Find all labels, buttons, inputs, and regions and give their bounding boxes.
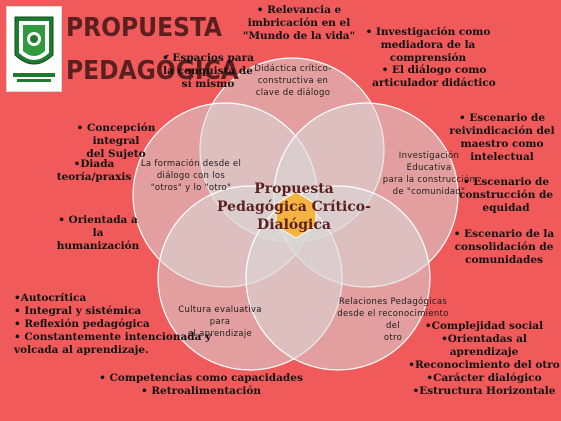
annotation-bottom-center: • Competencias como capacidades • Retroa… [99, 372, 303, 397]
center-label: Propuesta Pedagógica Crítico- Dialógica [217, 181, 371, 233]
annotation-right-1: • Escenario de reivindicación del maestr… [449, 112, 555, 163]
annotation-top-center: • Relevancia e imbricación en el "Mundo … [242, 4, 356, 42]
annotation-right-3: • Escenario de la consolidación de comun… [453, 228, 555, 266]
petal-label-bottom-right: Relaciones Pedagógicas desde el reconoci… [337, 297, 449, 343]
title-line-1: PROPUESTA [66, 13, 223, 43]
petal-label-right: Investigación Educativa para la construc… [382, 151, 476, 197]
annotation-right-2: • Escenario de construcción de equidad [458, 176, 554, 214]
annotation-left-3: • Orientada a la humanización [56, 214, 140, 252]
annotation-left-1: • Concepción integral del Sujeto [76, 122, 156, 160]
school-logo [6, 6, 62, 92]
annotation-top-right-2: • El diálogo como articulador didáctico [372, 64, 496, 89]
petal-label-bottom-left: Cultura evaluativa para el aprendizaje [178, 305, 262, 339]
annotation-top-right-1: • Investigación como mediadora de la com… [365, 26, 491, 64]
title-line-2: PEDAGÓGICA [66, 56, 239, 86]
annotation-bottom-left: •Autocrítica • Integral y sistémica • Re… [14, 292, 212, 356]
petal-label-left: La formación desde el diálogo con los "o… [140, 159, 242, 193]
center-hexagon [275, 191, 317, 239]
annotation-top-left: • Espacios para la conquista de sí mismo [162, 52, 254, 90]
shield-emblem-icon [7, 7, 61, 91]
page-title: PROPUESTA PEDAGÓGICA [66, 12, 239, 88]
annotation-bottom-right: •Complejidad social •Orientadas al apren… [408, 320, 560, 397]
annotation-left-2: •Diada teoría/praxis [56, 158, 132, 183]
petal-label-top: Didáctica crítico- constructiva en clave… [254, 64, 332, 98]
